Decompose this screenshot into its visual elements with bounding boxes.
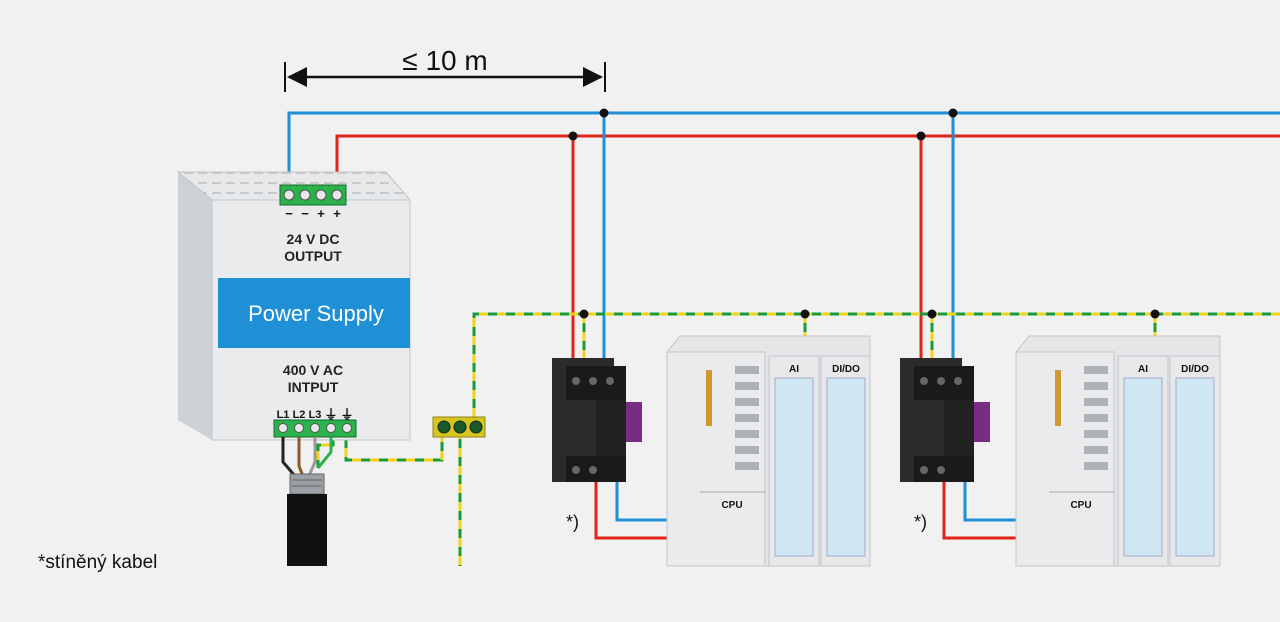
input-terminal-pe1: ⏚ bbox=[324, 407, 337, 422]
plc-right-cpu-label: CPU bbox=[1070, 500, 1091, 511]
plc-left: CPU AI DI/DO bbox=[666, 335, 871, 567]
distance-label: ≤ 10 m bbox=[402, 45, 487, 76]
plc-right: CPU AI DI/DO bbox=[1015, 335, 1221, 567]
earth-busbar bbox=[432, 416, 486, 438]
negative-bus-wire bbox=[287, 111, 1280, 185]
output-label-line2: OUTPUT bbox=[284, 248, 342, 264]
mains-cable bbox=[281, 437, 333, 477]
power-supply-band bbox=[218, 278, 410, 348]
input-terminal-l3: L3 bbox=[309, 409, 322, 421]
input-terminal-pe2: ⏚ bbox=[340, 407, 353, 422]
output-label-line1: 24 V DC bbox=[287, 231, 340, 247]
plc-left-ai-label: AI bbox=[789, 364, 799, 375]
positive-bus-wire bbox=[335, 134, 1280, 185]
plc-left-cpu-label: CPU bbox=[721, 500, 742, 511]
junction-dots bbox=[568, 108, 958, 141]
output-terminal-block: − − + + bbox=[279, 184, 347, 221]
power-supply: Power Supply 24 V DC OUTPUT 400 V AC INT… bbox=[176, 171, 412, 441]
input-terminal-l1: L1 bbox=[277, 409, 290, 421]
input-label-line1: 400 V AC bbox=[283, 362, 343, 378]
surge-protector-left bbox=[552, 358, 642, 482]
plc-right-ai-label: AI bbox=[1138, 364, 1148, 375]
output-terminal-1: − bbox=[285, 206, 293, 221]
output-terminal-3: + bbox=[317, 206, 325, 221]
output-terminal-2: − bbox=[301, 206, 309, 221]
plc-right-dido-label: DI/DO bbox=[1181, 364, 1209, 375]
distance-dimension: ≤ 10 m bbox=[284, 45, 606, 92]
output-terminal-4: + bbox=[333, 206, 341, 221]
spd-left-marker: *) bbox=[566, 512, 579, 532]
input-terminal-l2: L2 bbox=[293, 409, 306, 421]
spd-right-marker: *) bbox=[914, 512, 927, 532]
footnote: *stíněný kabel bbox=[38, 552, 157, 573]
surge-protector-right bbox=[900, 358, 990, 482]
input-label-line2: INTPUT bbox=[288, 379, 339, 395]
input-terminal-block: L1 L2 L3 ⏚ ⏚ bbox=[273, 407, 357, 438]
mains-cable-jacket bbox=[287, 473, 327, 566]
plc-left-dido-label: DI/DO bbox=[832, 364, 860, 375]
power-supply-title: Power Supply bbox=[248, 301, 384, 326]
dc-bus bbox=[287, 111, 1280, 358]
